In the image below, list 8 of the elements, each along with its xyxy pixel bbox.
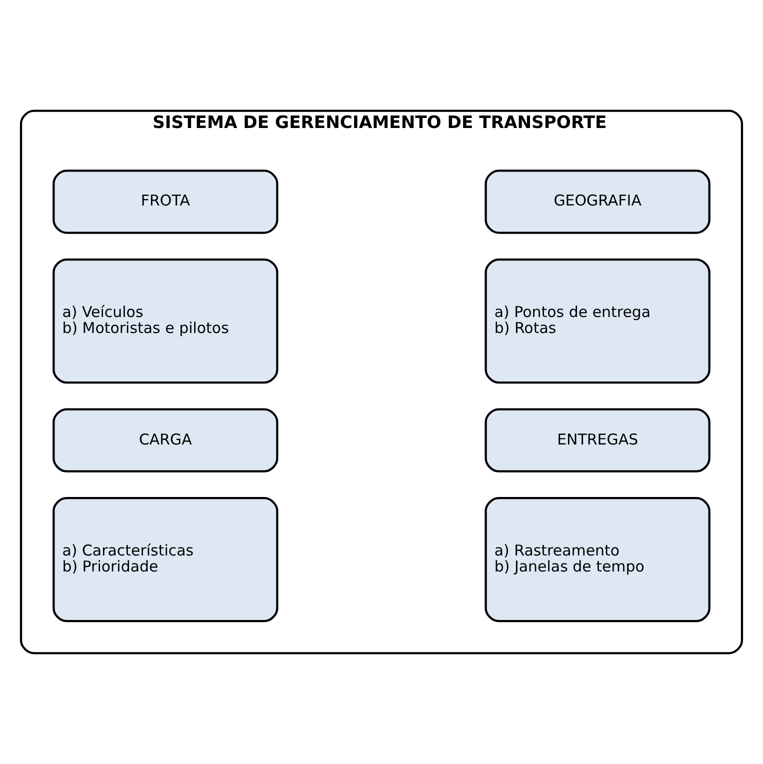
node-box: a) Pontos de entrega b) Rotas [484, 258, 710, 384]
node-box: a) Características b) Prioridade [52, 497, 278, 622]
node-box: CARGA [52, 408, 278, 472]
node-box: FROTA [52, 170, 278, 234]
node-box: ENTREGAS [484, 408, 710, 472]
node-box: GEOGRAFIA [484, 170, 710, 234]
node-box: a) Veículos b) Motoristas e pilotos [52, 258, 278, 384]
node-box: a) Rastreamento b) Janelas de tempo [484, 497, 710, 622]
